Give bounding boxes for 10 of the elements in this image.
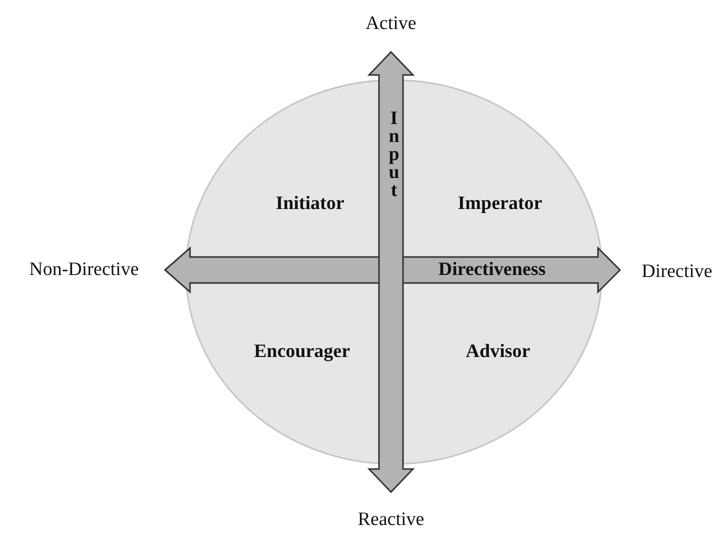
quadrant-label: Encourager <box>254 341 350 363</box>
quadrant-label: Initiator <box>276 193 344 215</box>
axis-title: Input <box>388 110 400 200</box>
axis-label: Directive <box>642 261 712 283</box>
axis-label: Reactive <box>358 509 424 531</box>
axis-label: Active <box>366 13 416 35</box>
quadrant-label: Imperator <box>458 193 542 215</box>
axis-title: Directiveness <box>438 259 546 281</box>
quadrant-label: Advisor <box>466 341 530 363</box>
axis-label: Non-Directive <box>29 259 139 281</box>
